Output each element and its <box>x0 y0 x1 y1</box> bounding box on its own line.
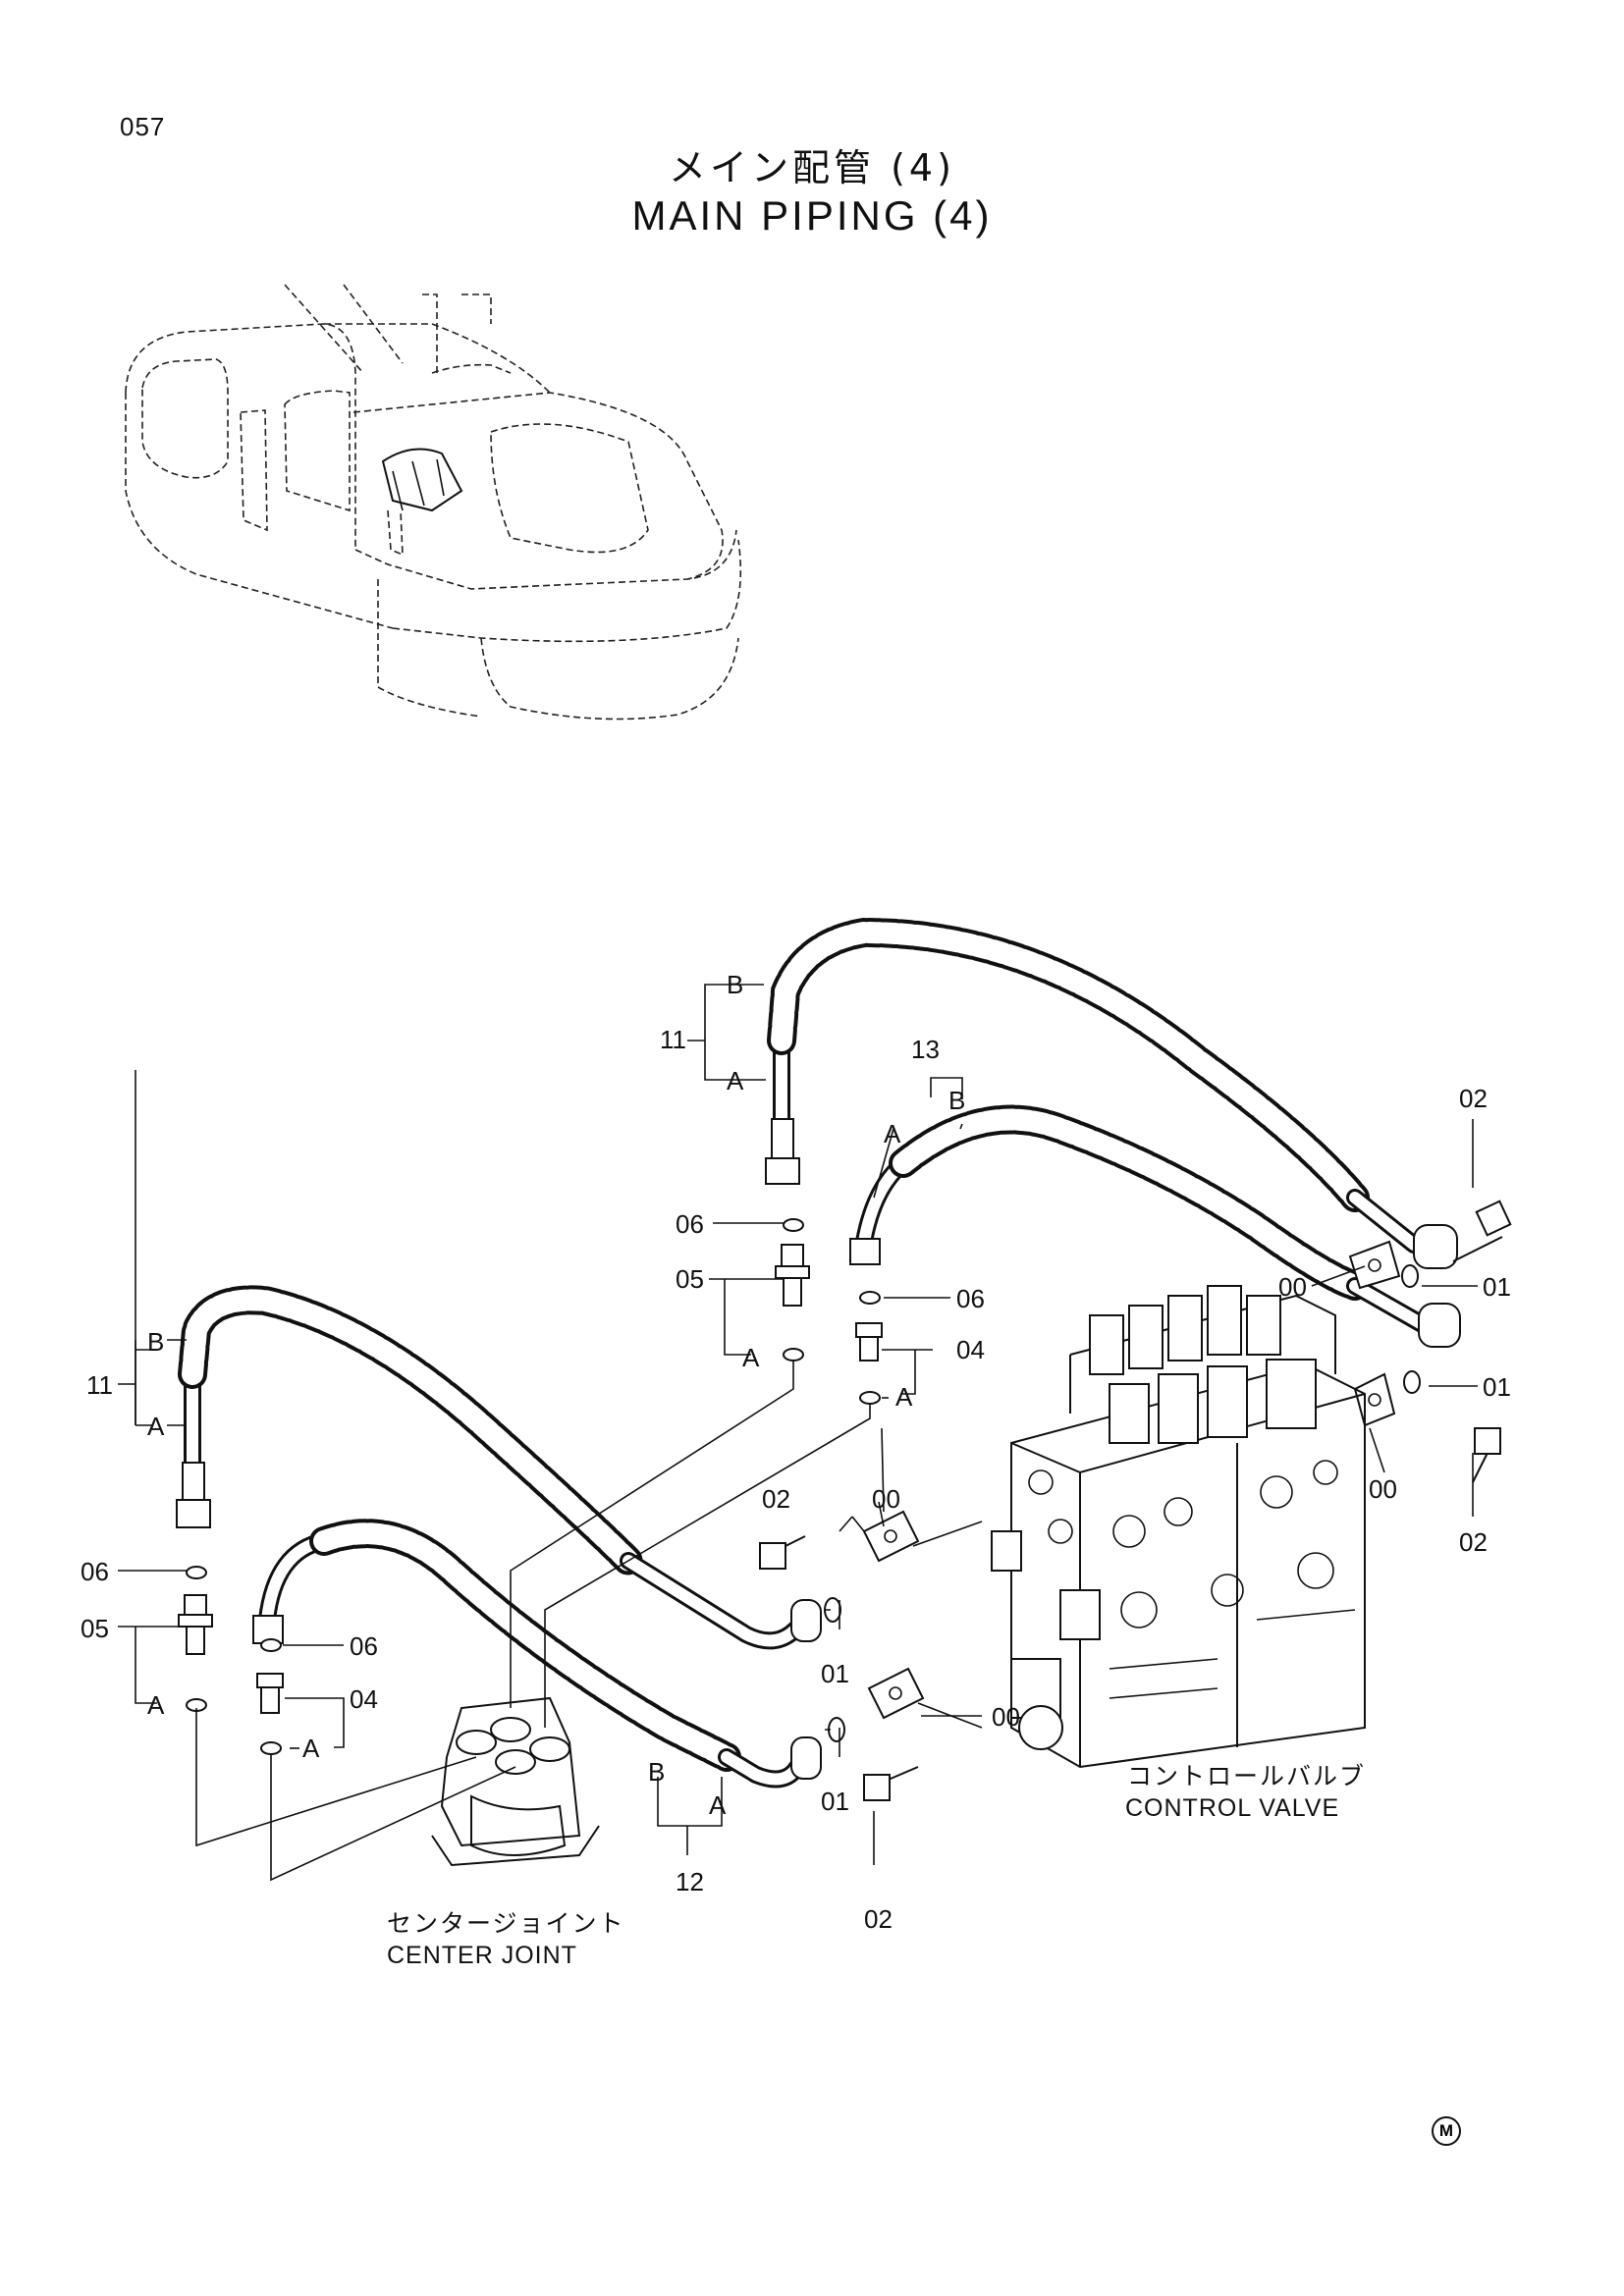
callout-01-low: 01 <box>821 1787 849 1816</box>
hose-12 <box>252 1519 822 1789</box>
callout-01-top: 01 <box>1483 1272 1511 1302</box>
callout-05-upper-a: A <box>742 1343 760 1372</box>
excavator-overview-illustration <box>125 284 742 721</box>
callout-00-mid: 00 <box>872 1484 900 1514</box>
control-valve-illustration <box>991 1285 1366 1769</box>
hose-11-upper <box>765 917 1458 1269</box>
callout-04-left: 04 <box>350 1684 378 1714</box>
control-valve-label-japanese: コントロールバルブ <box>1127 1762 1367 1790</box>
callout-05-upper: 05 <box>676 1264 704 1294</box>
callout-05-left: 05 <box>81 1614 109 1643</box>
hose-11-left <box>176 1285 822 1650</box>
callout-02-right: 02 <box>1459 1527 1488 1557</box>
callout-06-mid: 06 <box>956 1284 985 1313</box>
callout-06-upper: 06 <box>676 1209 704 1239</box>
callout-11-left: 11 <box>86 1370 113 1400</box>
center-joint-label-japanese: センタージョイント <box>387 1909 625 1938</box>
callout-06-left2: 06 <box>350 1631 378 1661</box>
control-valve-label: CONTROL VALVE <box>1125 1794 1340 1822</box>
center-joint-label: CENTER JOINT <box>387 1942 577 1969</box>
callout-04-mid-a: A <box>895 1382 913 1412</box>
callout-13-a: A <box>884 1119 901 1148</box>
callout-11-upper: 11 <box>660 1025 686 1054</box>
page-number: 057 <box>120 112 166 141</box>
callout-00-right: 00 <box>1369 1474 1397 1504</box>
callout-02-low: 02 <box>864 1904 893 1934</box>
callout-01-top2: 01 <box>1483 1372 1511 1402</box>
callout-01-mid: 01 <box>821 1659 849 1688</box>
callout-12-a: A <box>709 1790 727 1820</box>
callout-02-top: 02 <box>1459 1084 1488 1113</box>
callout-02-mid: 02 <box>762 1484 790 1514</box>
callout-00-top: 00 <box>1278 1272 1307 1302</box>
callout-11-left-a: A <box>147 1412 165 1441</box>
page-title: MAIN PIPING (4) <box>631 192 993 239</box>
callout-11-upper-a: A <box>727 1066 744 1095</box>
callout-05-left-a: A <box>147 1690 165 1720</box>
callout-06-left: 06 <box>81 1557 109 1586</box>
hose-13 <box>849 1104 1461 1348</box>
callout-12-b: B <box>648 1757 666 1787</box>
callout-13: 13 <box>911 1035 940 1064</box>
callout-00-low: 00 <box>992 1702 1020 1732</box>
fittings <box>178 1200 1512 1801</box>
leader-lines <box>118 984 1478 1882</box>
callout-13-b: B <box>948 1086 966 1115</box>
center-joint-illustration <box>431 1696 600 1867</box>
callout-12: 12 <box>676 1867 704 1896</box>
m-mark-symbol: M <box>1432 2116 1461 2146</box>
callout-04-mid: 04 <box>956 1335 985 1364</box>
callout-04-left-a: A <box>302 1734 320 1763</box>
callout-11-left-b: B <box>147 1327 165 1357</box>
page-title-japanese: メイン配管 (4) <box>669 146 955 189</box>
callout-11-upper-b: B <box>727 970 744 999</box>
